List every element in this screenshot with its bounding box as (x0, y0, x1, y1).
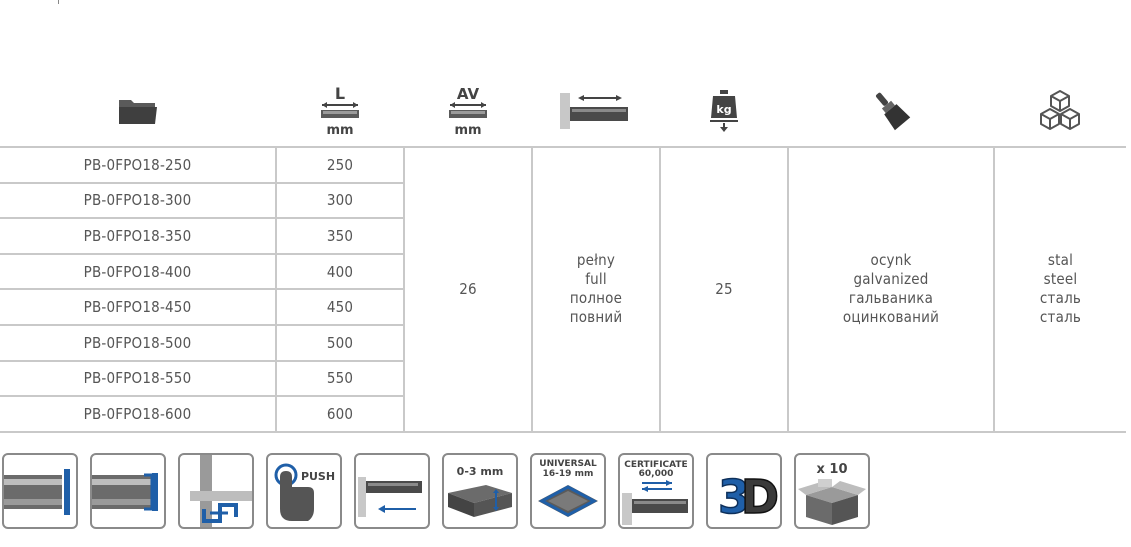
feature-icons-row: PUSH 0-3 mm UNIVERSAL 16-19 mm (0, 453, 870, 533)
col-finish-header (788, 78, 994, 148)
av-label: AV (457, 85, 480, 103)
weight-kg-icon: kg (707, 88, 741, 132)
col-length-header: L mm (276, 78, 404, 148)
product-code: PB-0FPO18-450 (0, 289, 277, 326)
length-value: 450 (276, 289, 405, 326)
length-value: 350 (276, 218, 405, 255)
table-row: PB-0FPO18-250 250 26 pełny full полное п… (0, 147, 1126, 433)
universal-drawer-icon: UNIVERSAL 16-19 mm (530, 453, 606, 529)
soft-close-icon (354, 453, 430, 529)
col-material-header (994, 78, 1126, 148)
pack-box-icon: x 10 (794, 453, 870, 529)
length-value: 600 (276, 396, 405, 433)
certificate-cycles: 60,000 (639, 469, 674, 479)
finish-value: ocynk galvanized гальваника оцинкований (788, 147, 995, 433)
length-label: L (335, 84, 345, 103)
load-value: 25 (660, 147, 789, 433)
length-unit: mm (326, 123, 353, 136)
certificate-icon: CERTIFICATE 60,000 (618, 453, 694, 529)
push-open-icon: PUSH (266, 453, 342, 529)
extension-ua: повний (569, 308, 623, 327)
col-av-header: AV mm (404, 78, 532, 148)
pack-label: x 10 (816, 462, 847, 477)
svg-text:3: 3 (718, 470, 750, 524)
extension-pl: pełny (576, 251, 616, 270)
finish-en: galvanized (853, 270, 929, 289)
length-value: 500 (276, 324, 405, 362)
av-value: 26 (404, 147, 533, 433)
product-code: PB-0FPO18-550 (0, 360, 277, 398)
finish-ru: гальваника (848, 289, 934, 308)
mounting-bracket-icon (178, 453, 254, 529)
length-value: 250 (276, 147, 405, 184)
material-ua: сталь (1039, 308, 1082, 327)
col-extension-header (532, 78, 660, 148)
weight-unit: kg (716, 103, 731, 116)
product-code: PB-0FPO18-300 (0, 182, 277, 220)
finish-pl: ocynk (870, 251, 912, 270)
length-ruler-icon: L mm (318, 84, 362, 136)
length-value: 400 (276, 253, 405, 291)
col-code-header (0, 78, 276, 148)
folder-icon (117, 94, 159, 126)
product-code: PB-0FPO18-600 (0, 396, 277, 433)
push-label: PUSH (301, 470, 335, 483)
certificate-label: CERTIFICATE (624, 460, 687, 470)
svg-text:D: D (741, 470, 779, 524)
av-unit: mm (454, 123, 481, 136)
adjust-label: 0-3 mm (457, 465, 504, 478)
paint-brush-icon (871, 88, 911, 132)
drawer-adjust-icon: 0-3 mm (442, 453, 518, 529)
universal-label: UNIVERSAL (539, 459, 597, 469)
material-ru: сталь (1039, 289, 1082, 308)
length-value: 550 (276, 360, 405, 398)
product-spec-table: L mm AV (0, 78, 1126, 433)
extension-en: full (585, 270, 607, 289)
extension-value: pełny full полное повний (532, 147, 661, 433)
finish-ua: оцинкований (842, 308, 940, 327)
av-ruler-icon: AV mm (446, 84, 490, 136)
material-cubes-icon (1038, 89, 1082, 131)
top-tick-mark (58, 0, 59, 4)
3d-adjust-icon: 3 D (706, 453, 782, 529)
length-value: 300 (276, 182, 405, 220)
material-value: stal steel сталь сталь (994, 147, 1126, 433)
single-slide-icon (2, 453, 78, 529)
product-code: PB-0FPO18-250 (0, 147, 277, 184)
col-load-header: kg (660, 78, 788, 148)
product-code: PB-0FPO18-400 (0, 253, 277, 291)
header-row: L mm AV (0, 78, 1126, 148)
full-extension-icon (558, 87, 634, 133)
material-pl: stal (1047, 251, 1074, 270)
extension-ru: полное (569, 289, 623, 308)
material-en: steel (1043, 270, 1078, 289)
product-code: PB-0FPO18-350 (0, 218, 277, 255)
product-code: PB-0FPO18-500 (0, 324, 277, 362)
universal-range: 16-19 mm (543, 469, 594, 479)
double-slide-icon (90, 453, 166, 529)
